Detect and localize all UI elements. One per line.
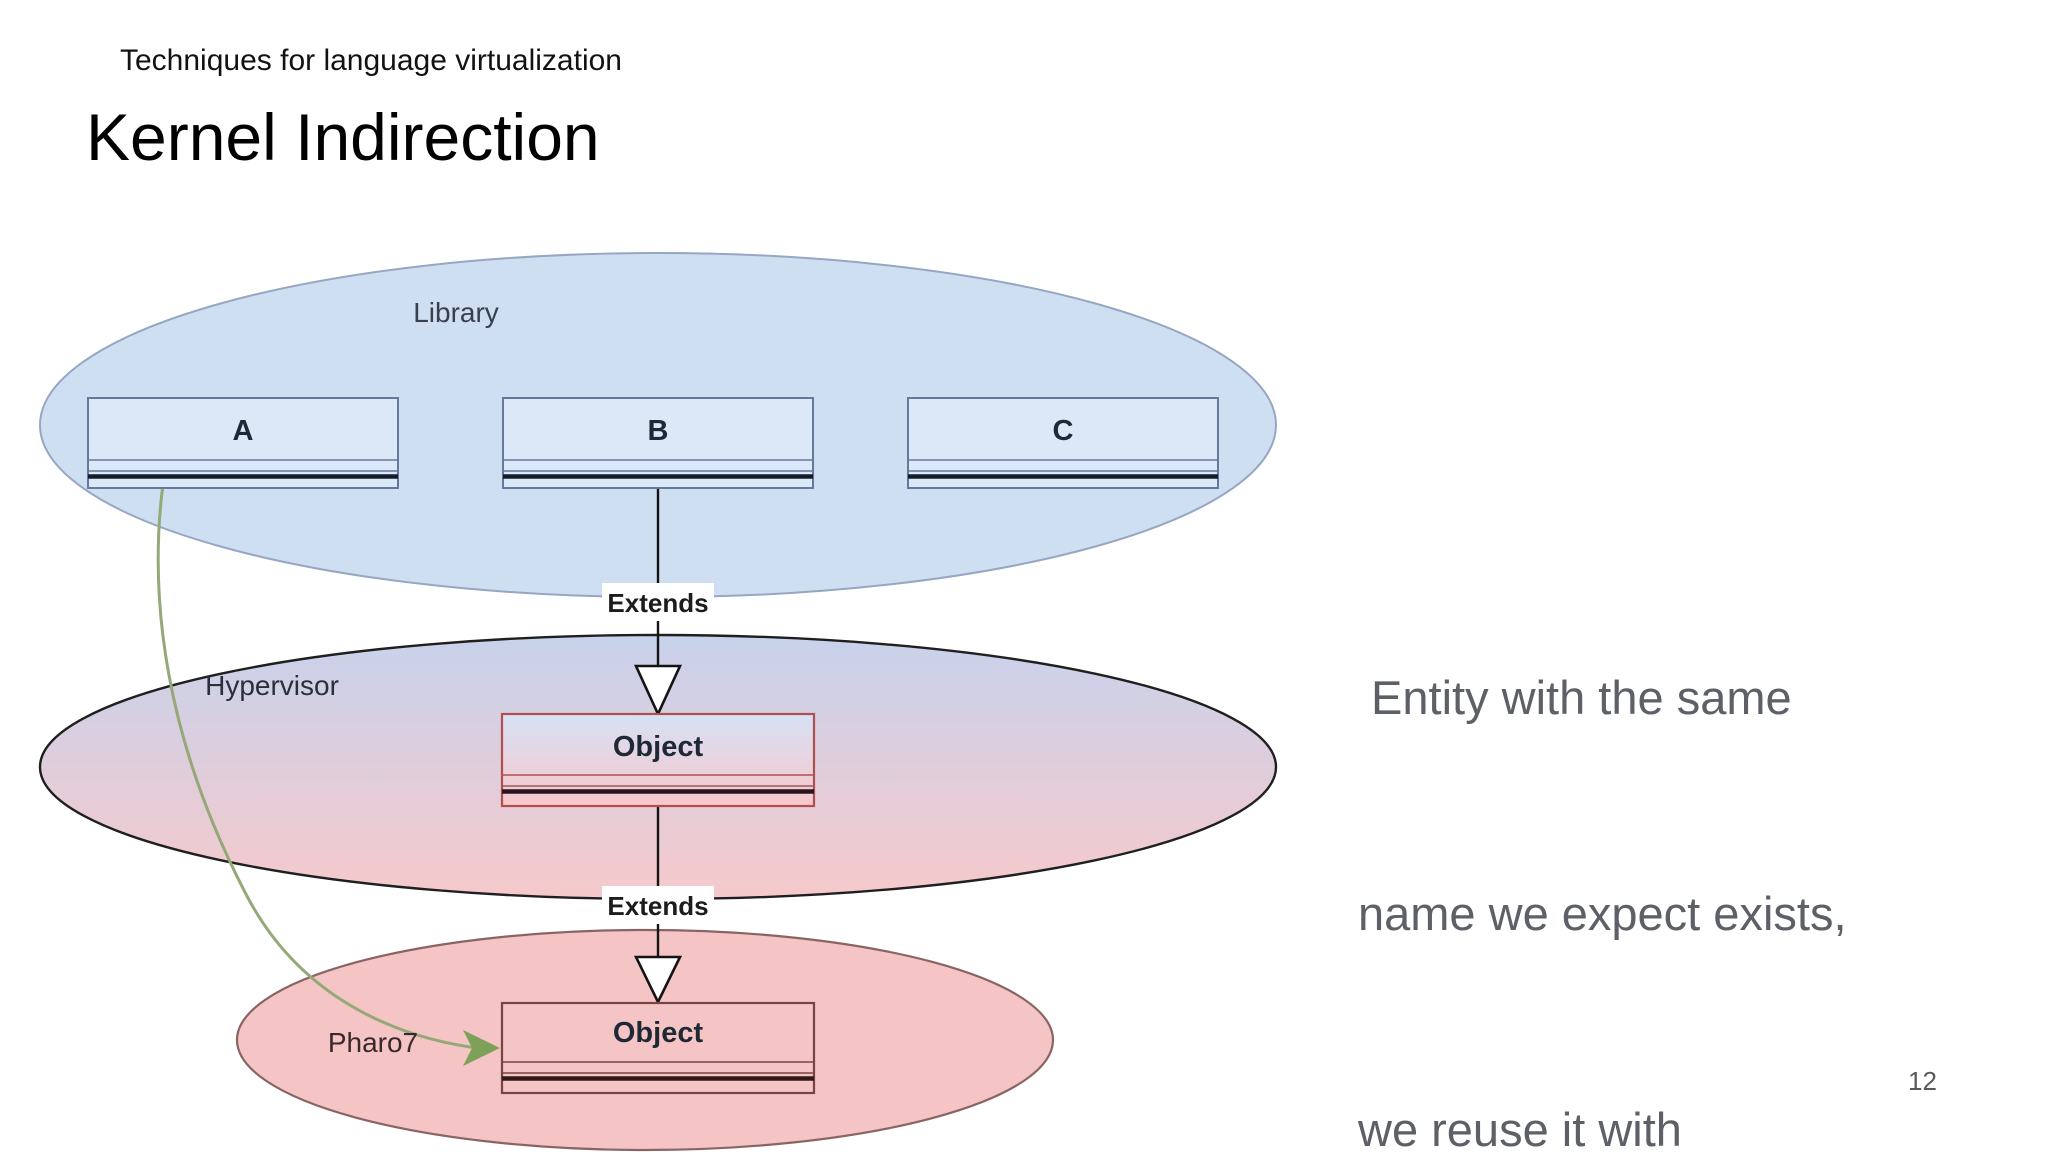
library-label: Library — [413, 297, 499, 328]
reuse-arrowhead — [463, 1030, 500, 1066]
note-line: Entity with the same — [1358, 671, 1792, 724]
class-b-label: B — [648, 415, 669, 447]
reuse-arrow-curve — [156, 483, 485, 1051]
hypervisor-label: Hypervisor — [205, 670, 339, 701]
extends-1-text: Extends — [607, 588, 708, 618]
object-mid-label: Object — [613, 731, 704, 763]
extends-label-2: Extends — [602, 886, 714, 924]
generalization-arrowhead-1 — [633, 664, 683, 718]
class-box-c: C — [907, 397, 1219, 489]
class-box-a: A — [87, 397, 399, 489]
slide-kicker: Techniques for language virtualization — [120, 44, 622, 77]
note-text: Entity with the same name we expect exis… — [1358, 518, 1847, 1152]
class-a-label: A — [233, 415, 254, 447]
class-c-label: C — [1053, 415, 1074, 447]
extends-2-text: Extends — [607, 891, 708, 921]
pharo7-label: Pharo7 — [328, 1027, 418, 1058]
page-title: Kernel Indirection — [86, 100, 600, 174]
reuse-arrow — [156, 483, 500, 1066]
note-line: we reuse it with — [1358, 1103, 1682, 1152]
generalization-arrowhead-2 — [633, 955, 683, 1005]
page-number: 12 — [1908, 1066, 1937, 1096]
class-box-b: B — [502, 397, 814, 489]
note-line: name we expect exists, — [1358, 887, 1847, 940]
object-box-pharo7: Object — [500, 1001, 816, 1095]
object-box-hypervisor: Object — [500, 712, 816, 808]
extends-label-1: Extends — [602, 583, 714, 621]
object-bottom-label: Object — [613, 1017, 704, 1049]
